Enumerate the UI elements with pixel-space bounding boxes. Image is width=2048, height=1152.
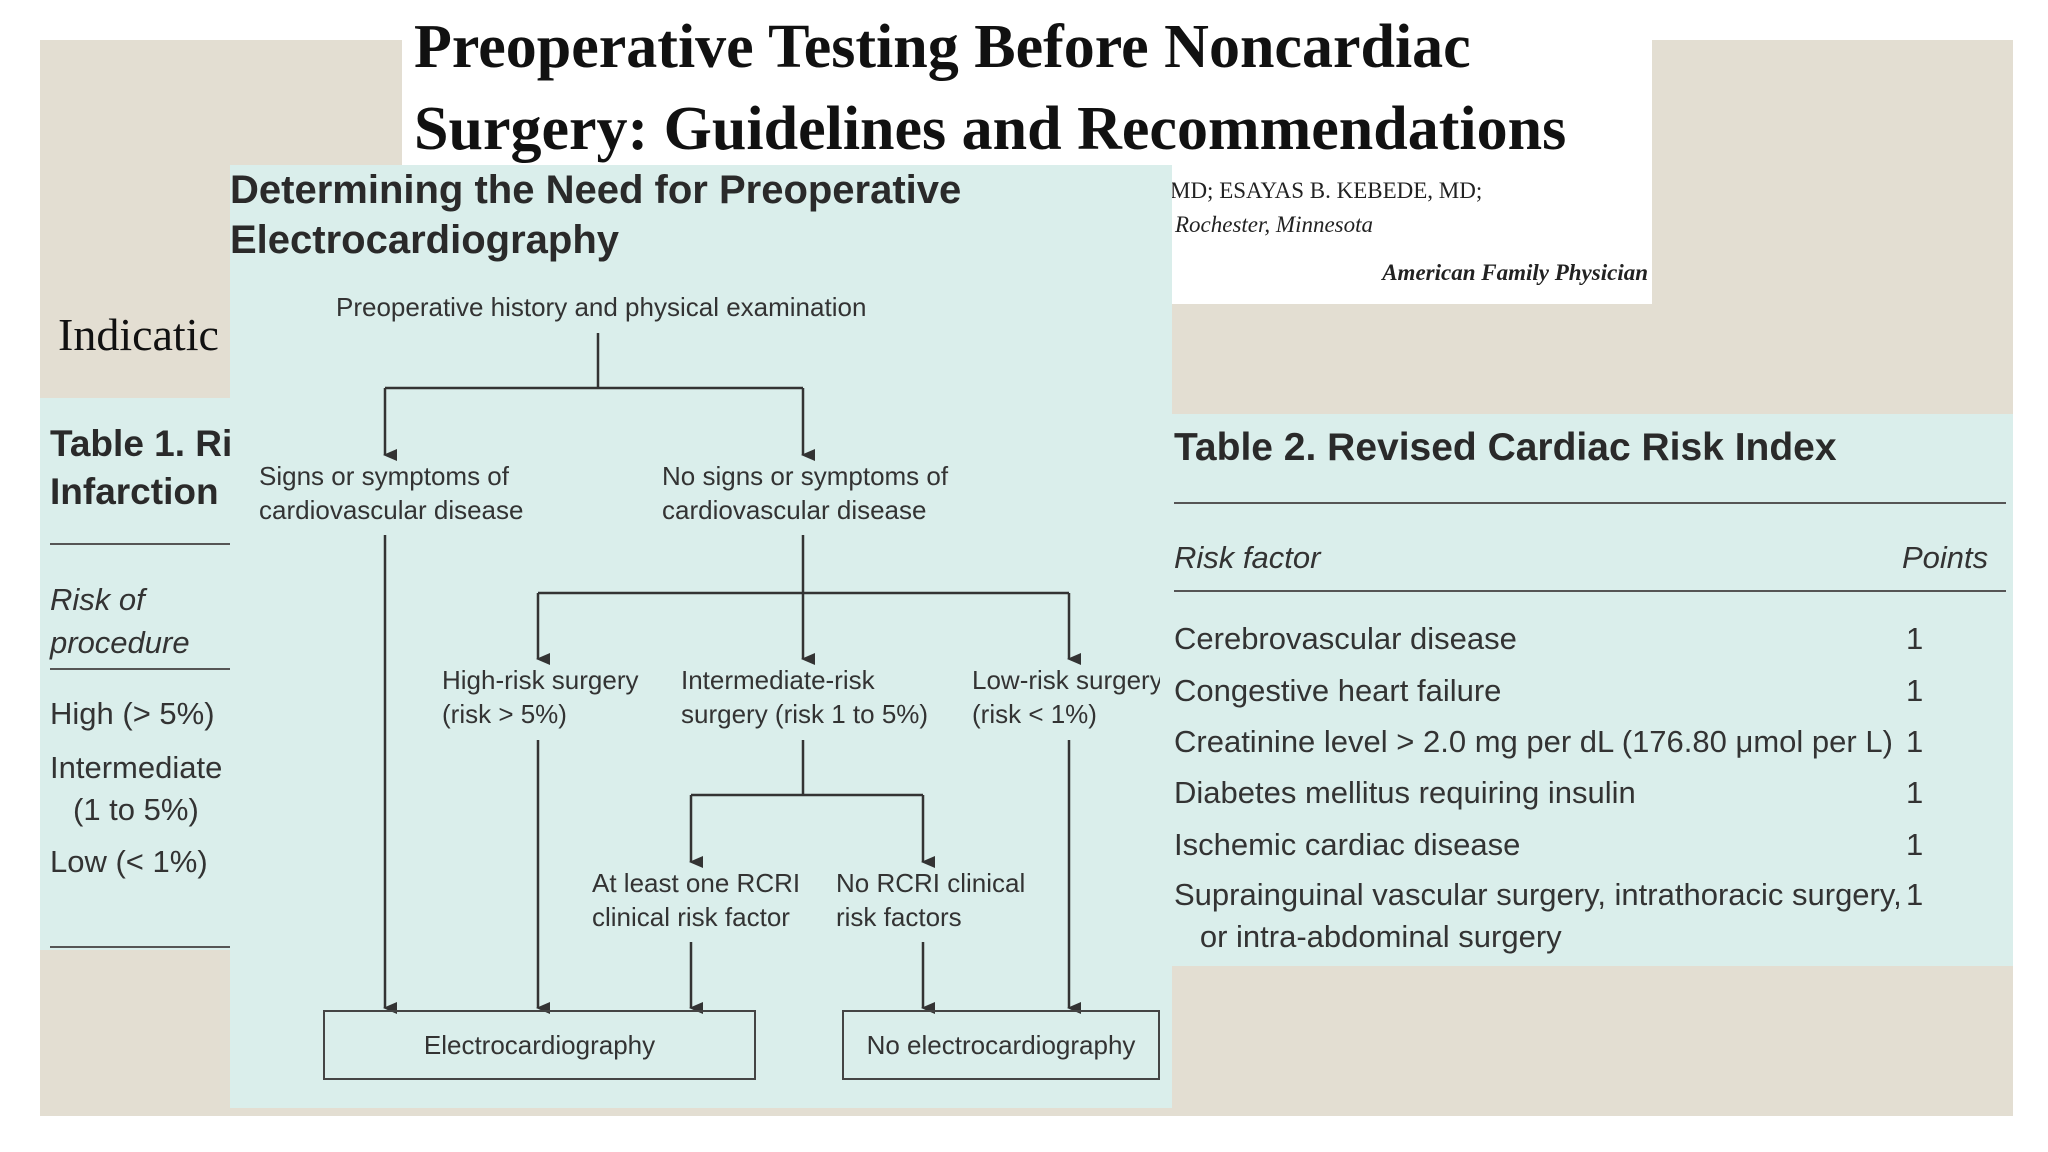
table1-header: Risk of procedure — [50, 582, 190, 660]
node-root: Preoperative history and physical examin… — [336, 292, 867, 322]
risk-factor: Congestive heart failure — [1174, 673, 1502, 708]
table1-panel: Table 1. Ri Infarction Risk of procedure… — [40, 398, 240, 950]
article-authors: MD; ESAYAS B. KEBEDE, MD; — [1170, 178, 1483, 203]
table1-top-rule — [50, 543, 240, 545]
risk-points: 1 — [1906, 724, 1924, 759]
flowchart-panel: Determining the Need for Preoperative El… — [230, 165, 1172, 1108]
table2-title: Table 2. Revised Cardiac Risk Index — [1174, 426, 1837, 469]
node-rcri-factor: At least one RCRI clinical risk factor — [592, 868, 801, 932]
table1-title: Table 1. Ri Infarction — [50, 423, 233, 512]
article-header: Preoperative Testing Before Noncardiac S… — [402, 0, 1652, 304]
journal-name: American Family Physician — [1382, 260, 1648, 285]
table2-header-rule — [1174, 590, 2006, 592]
table1-cell: Intermediate — [50, 750, 223, 785]
table2-top-rule — [1174, 502, 2006, 504]
article-title: Preoperative Testing Before Noncardiac S… — [414, 13, 1567, 163]
node-ecg: Electrocardiography — [323, 1010, 756, 1080]
table1-cell: High (> 5%) — [50, 696, 215, 731]
node-low-risk: Low-risk surgery (risk < 1%) — [972, 665, 1163, 729]
risk-points: 1 — [1906, 775, 1924, 810]
risk-factor: Suprainguinal vascular surgery, intratho… — [1174, 877, 1902, 954]
table1-cell: Low (< 1%) — [50, 844, 208, 879]
risk-points: 1 — [1906, 877, 1924, 912]
table2-col-points: Points — [1902, 540, 1989, 575]
risk-factor: Creatinine level > 2.0 mg per dL (176.80… — [1174, 724, 1893, 759]
risk-points: 1 — [1906, 673, 1924, 708]
node-no-signs: No signs or symptoms of cardiovascular d… — [662, 461, 949, 525]
risk-points: 1 — [1906, 827, 1924, 862]
risk-points: 1 — [1906, 621, 1924, 656]
risk-factor: Diabetes mellitus requiring insulin — [1174, 775, 1636, 810]
slide-text-indications: Indicatic — [58, 309, 219, 360]
node-no-rcri: No RCRI clinical risk factors — [836, 868, 1026, 932]
risk-factor: Ischemic cardiac disease — [1174, 827, 1521, 862]
table1-cell: (1 to 5%) — [73, 792, 199, 827]
flowchart-title: Determining the Need for Preoperative El… — [230, 168, 962, 262]
node-no-ecg: No electrocardiography — [842, 1010, 1160, 1080]
table1-header-rule — [50, 668, 240, 670]
node-intermediate-risk: Intermediate-risk surgery (risk 1 to 5%) — [681, 665, 929, 729]
node-signs: Signs or symptoms of cardiovascular dise… — [259, 461, 524, 525]
node-high-risk: High-risk surgery (risk > 5%) — [442, 665, 639, 729]
table2-col-factor: Risk factor — [1174, 540, 1321, 575]
table2-panel: Table 2. Revised Cardiac Risk Index Risk… — [1160, 414, 2013, 966]
flowchart-connectors — [383, 333, 1081, 1014]
table1-bottom-rule — [50, 946, 240, 948]
article-affiliation: Rochester, Minnesota — [1175, 212, 1374, 237]
risk-factor: Cerebrovascular disease — [1174, 621, 1517, 656]
